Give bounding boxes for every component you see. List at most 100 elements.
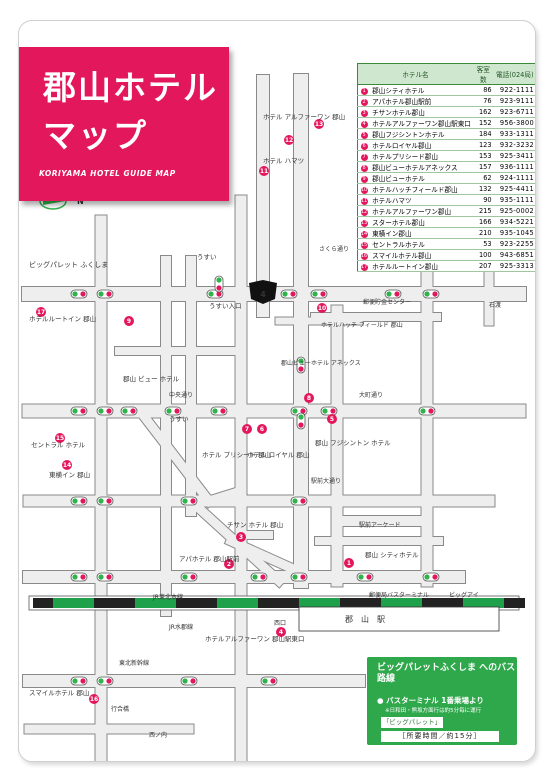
map-label-odamachi: 大町通り: [359, 391, 383, 399]
map-label-hotel_hamatsu: ホテル ハマツ: [263, 157, 304, 165]
map-label-hotel_alpha1: ホテル アルファーワン 郡山: [263, 112, 345, 121]
hotel-tel: 934-5221: [493, 216, 535, 228]
hotel-tel: 935-1111: [493, 194, 535, 206]
hotel-marker-6: 6: [257, 424, 267, 434]
hotel-rooms: 123: [472, 139, 494, 151]
map-label-hatch: ホテルハッチ フィールド 郡山: [321, 321, 403, 329]
traffic-signal-icon: [96, 496, 114, 506]
svg-text:2: 2: [227, 561, 231, 568]
svg-text:15: 15: [56, 435, 64, 442]
map-label-sakura: さくら通り: [319, 245, 349, 253]
map-label-route4: 4: [260, 290, 266, 299]
table-header-row: ホテル名 客室数 電話(024局): [357, 63, 535, 85]
hotel-marker-10: 10: [317, 303, 327, 313]
hotel-tel: 924-1111: [493, 172, 535, 184]
hotel-marker-1: 1: [344, 558, 354, 568]
map-title-line1: 郡山ホテル: [43, 68, 218, 107]
map-label-eki_mae_od: 駅前大通り: [311, 477, 341, 485]
svg-text:17: 17: [37, 309, 45, 316]
bus-route-note: ※日和田・熊坂方面行は約5分毎に運行: [385, 708, 482, 714]
svg-text:5: 5: [330, 416, 334, 423]
map-label-eki_arcade: 駅前アーケード: [359, 521, 401, 529]
traffic-signal-icon: [96, 406, 114, 416]
hotel-number: 1: [357, 84, 371, 96]
map-label-smile: スマイルホテル 郡山: [29, 688, 89, 697]
hotel-marker-5: 5: [327, 414, 337, 424]
railway-segment: [504, 598, 525, 608]
map-title-box: 郡山ホテル マップ KORIYAMA HOTEL GUIDE MAP: [19, 47, 229, 201]
traffic-signal-icon: [310, 289, 328, 299]
map-label-usui_iriguchi: うすい入口: [209, 302, 242, 310]
header-tel: 電話(024局): [493, 63, 535, 85]
map-label-usui: うすい: [197, 253, 217, 261]
hotel-rooms: 166: [472, 216, 494, 228]
hotel-rooms: 76: [472, 95, 494, 107]
hotel-rooms: 153: [472, 150, 494, 162]
route4-shield-icon: [249, 280, 277, 304]
railway-segment: [176, 598, 197, 608]
hotel-number: 8: [357, 161, 371, 173]
traffic-signal-icon: [70, 676, 88, 686]
traffic-signal-icon: [164, 406, 182, 416]
svg-text:6: 6: [260, 426, 264, 433]
map-label-bus_terminal: 郵便局バスターミナル: [369, 591, 429, 599]
railway-segment: [258, 598, 279, 608]
map-label-chuo: 中央通り: [169, 391, 193, 399]
hotel-number: 11: [357, 194, 371, 206]
railway-segment: [238, 598, 258, 608]
hotel-rooms: 184: [472, 128, 494, 140]
hotel-tel: 936-1111: [493, 161, 535, 173]
bus-stop-name: 「ビッグパレット」下車: [381, 717, 443, 737]
traffic-signal-icon: [96, 572, 114, 582]
hotel-number: 2: [357, 95, 371, 107]
hotel-marker-3: 3: [236, 532, 246, 542]
map-label-central: セントラル ホテル: [31, 441, 86, 449]
hotel-marker-8: 8: [304, 393, 314, 403]
header-rooms: 客室数: [472, 63, 494, 85]
hotel-rooms: 132: [472, 183, 494, 195]
traffic-signal-icon: [210, 406, 228, 416]
hotel-rooms: 210: [472, 227, 494, 239]
traffic-signal-icon: [290, 496, 308, 506]
hotel-number: 7: [357, 150, 371, 162]
map-label-alpha_east: ホテルアルファーワン 郡山駅東口: [205, 634, 305, 643]
railway-segment: [74, 598, 94, 608]
traffic-signal-icon: [120, 406, 138, 416]
hotel-number: 6: [357, 139, 371, 151]
hotel-rooms: 215: [472, 205, 494, 217]
map-label-saikai: 郵便貯金センター: [363, 298, 411, 306]
svg-text:3: 3: [239, 534, 243, 541]
traffic-signal-icon: [290, 572, 308, 582]
traffic-signal-icon: [260, 676, 278, 686]
hotel-name: ホテルプリシード郡山: [370, 150, 473, 162]
map-label-nishiguchi_gyosei: 行合橋: [111, 705, 129, 713]
hotel-marker-9: 9: [124, 316, 134, 326]
railway-segment: [422, 598, 443, 608]
hotel-number: 12: [357, 205, 371, 217]
hotel-name: 郡山フジシントンホテル: [370, 128, 473, 140]
hotel-number: 10: [357, 183, 371, 195]
compass-label: N: [77, 197, 84, 206]
svg-text:16: 16: [90, 696, 98, 703]
map-label-tohoku_shinkansen: 東北新幹線: [119, 659, 149, 667]
hotel-number: 4: [357, 117, 371, 129]
traffic-signal-icon: [70, 406, 88, 416]
traffic-signal-icon: [96, 289, 114, 299]
hotel-rooms: 157: [472, 161, 494, 173]
svg-text:9: 9: [127, 318, 131, 325]
hotel-rooms: 207: [472, 260, 494, 272]
svg-text:12: 12: [285, 137, 293, 144]
hotel-name: スマイルホテル郡山: [370, 249, 473, 261]
hotel-name: ホテルロイヤル郡山: [370, 139, 473, 151]
traffic-signal-icon: [384, 289, 402, 299]
map-label-toyoko: 東横イン 郡山: [49, 470, 90, 479]
